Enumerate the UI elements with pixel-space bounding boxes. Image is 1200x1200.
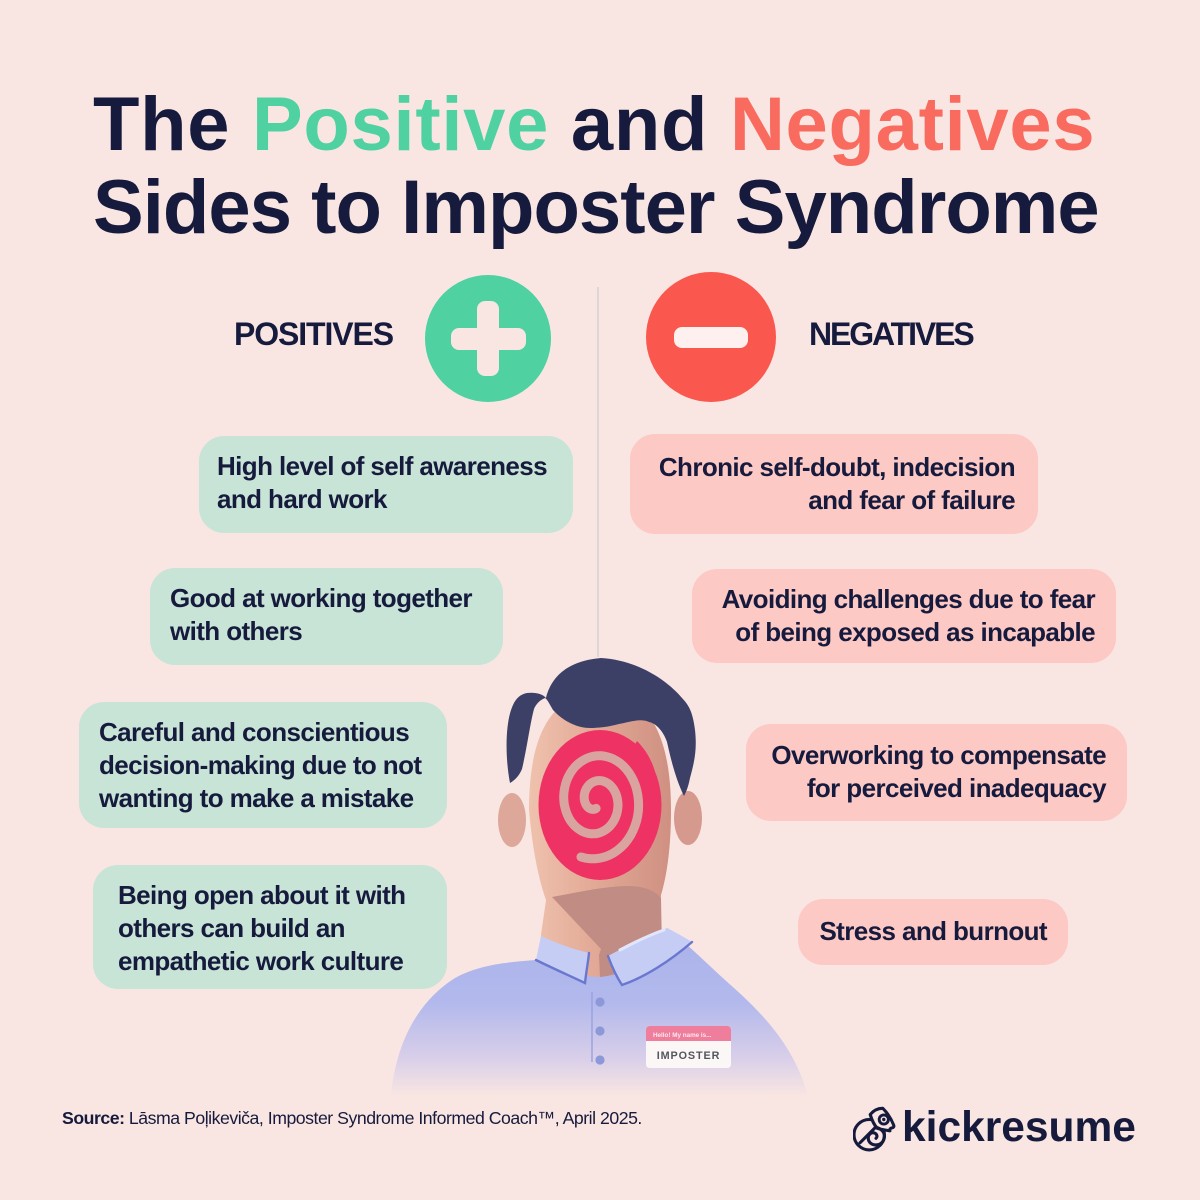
svg-text:IMPOSTER: IMPOSTER [657, 1050, 721, 1062]
svg-text:Hello! My name is...: Hello! My name is... [653, 1032, 712, 1039]
